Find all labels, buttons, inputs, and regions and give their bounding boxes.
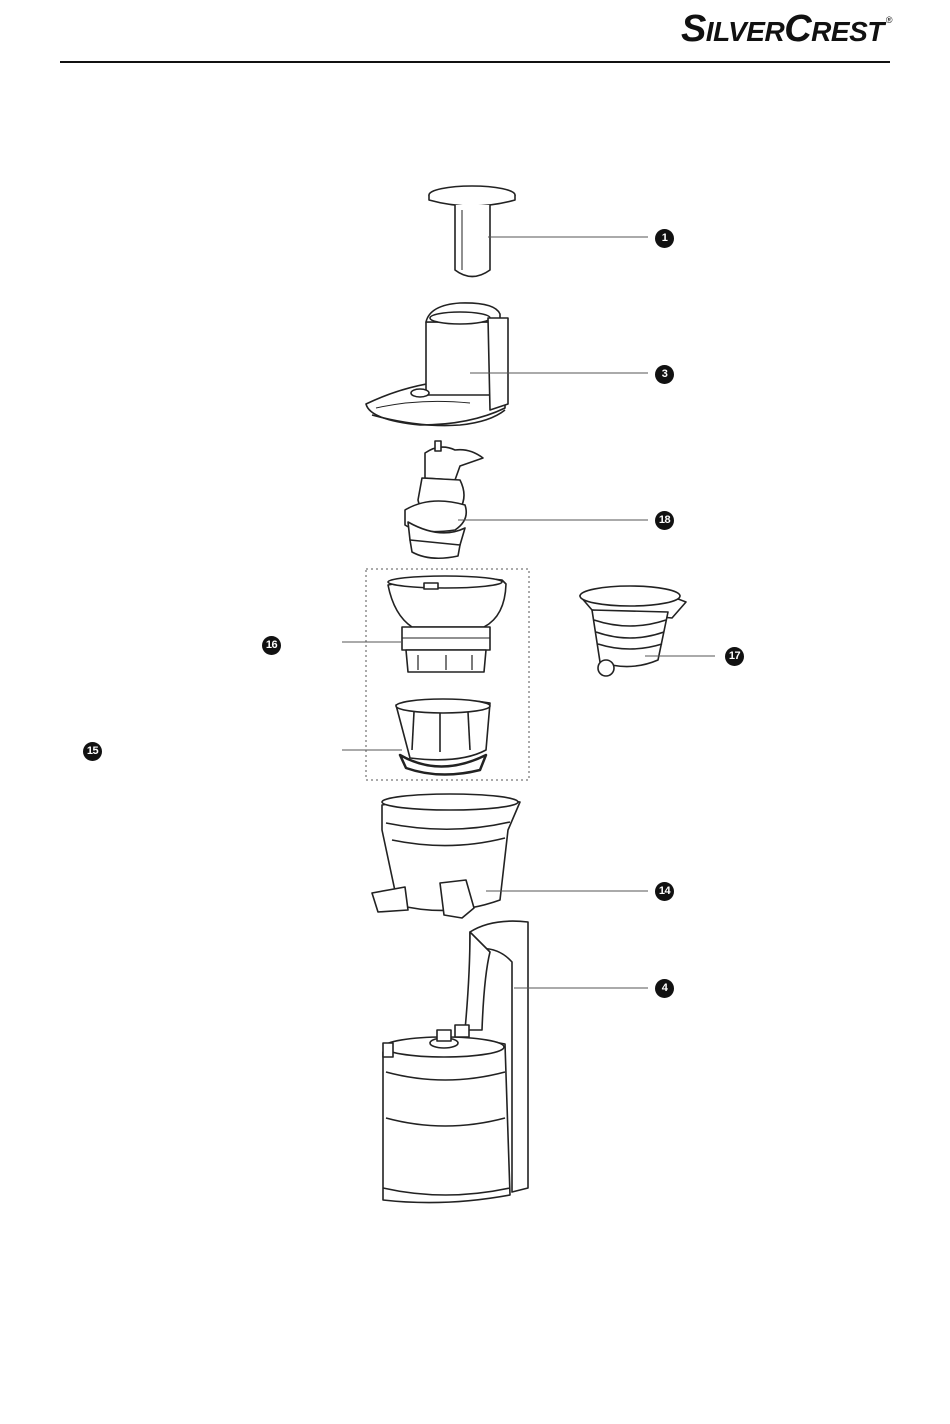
screw-part — [405, 441, 483, 558]
callout-3-badge: 3 — [655, 365, 674, 384]
callout-15-badge: 15 — [83, 742, 102, 761]
callout-14-badge: 14 — [655, 882, 674, 901]
lid-part — [366, 303, 508, 426]
pusher-part — [429, 186, 515, 277]
callout-18-badge: 18 — [655, 511, 674, 530]
strainer-holder-part — [388, 576, 506, 672]
juice-bowl-part — [372, 794, 520, 918]
callout-4-badge: 4 — [655, 979, 674, 998]
callout-16-badge: 16 — [262, 636, 281, 655]
callout-1-badge: 1 — [655, 229, 674, 248]
rotating-brush-part — [396, 699, 490, 775]
coarse-strainer-part — [580, 586, 686, 676]
callout-17-badge: 17 — [725, 647, 744, 666]
motor-base-part — [383, 921, 528, 1202]
